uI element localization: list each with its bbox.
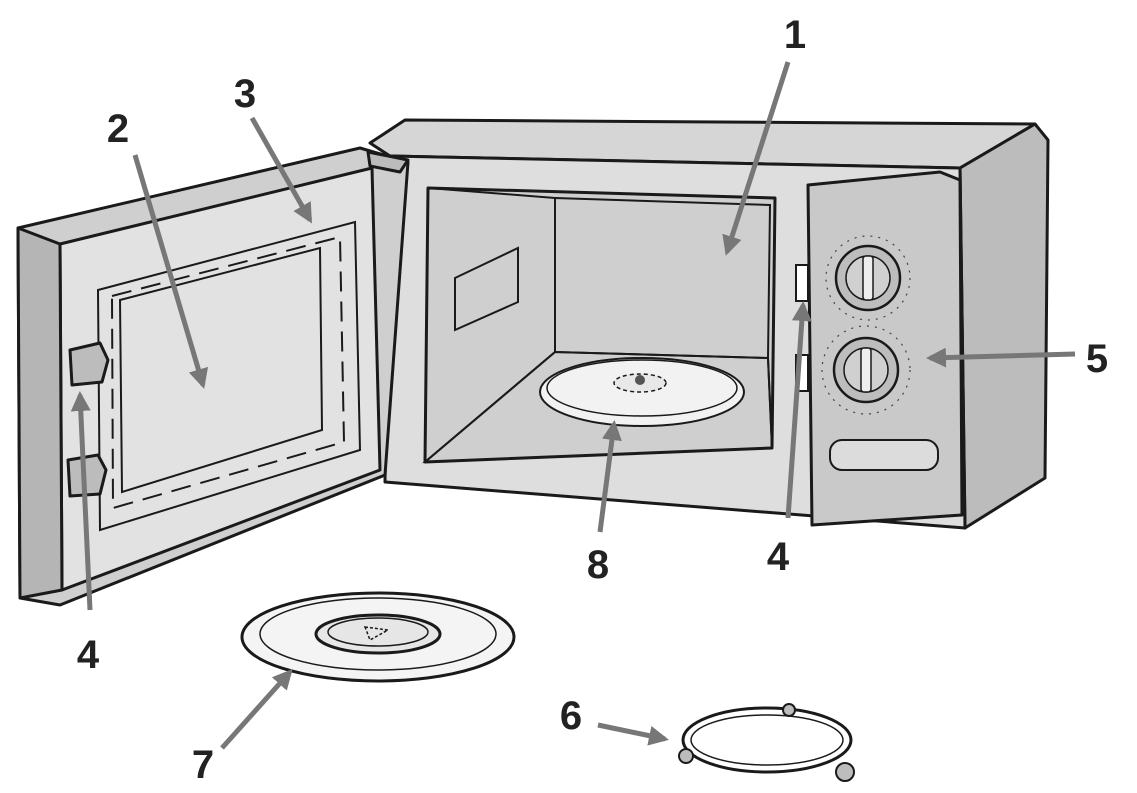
control-panel <box>806 170 964 527</box>
cooking-cavity <box>422 186 777 464</box>
leader-lines <box>70 61 1076 750</box>
callout-8: 8 <box>587 543 609 587</box>
callout-labels: 1 2 3 4 4 5 6 7 8 <box>77 13 1108 787</box>
door-latch-hooks <box>66 341 110 498</box>
callout-7: 7 <box>192 743 214 787</box>
callout-5: 5 <box>1086 337 1108 381</box>
power-knob <box>825 235 911 321</box>
door <box>16 146 410 607</box>
glass-tray <box>240 591 516 683</box>
timer-knob <box>821 325 911 415</box>
callout-4-body: 4 <box>767 535 790 579</box>
callout-4-door: 4 <box>77 633 100 677</box>
callout-6: 6 <box>560 694 582 738</box>
callout-2: 2 <box>107 107 129 151</box>
door-window <box>118 246 324 494</box>
callout-1: 1 <box>784 13 806 57</box>
callout-3: 3 <box>234 72 256 116</box>
roller-ring <box>678 703 855 782</box>
glass-tray-installed <box>539 357 745 427</box>
door-release-button <box>829 439 939 471</box>
